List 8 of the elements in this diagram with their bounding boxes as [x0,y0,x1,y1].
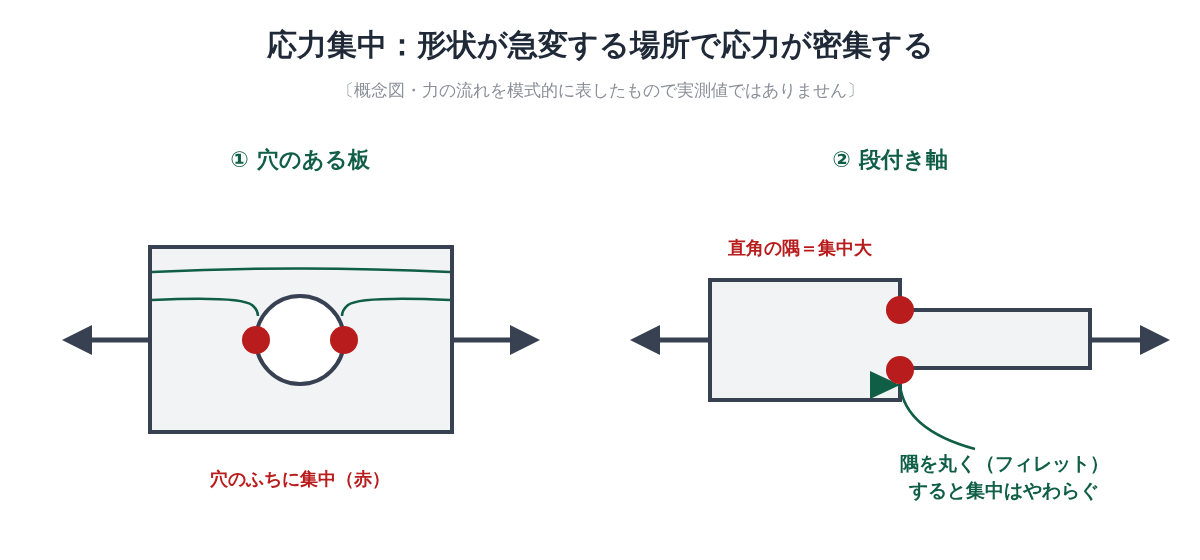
annotation-text: 直角の隅＝集中大 [727,236,873,260]
callout-text: 隅を丸く（フィレット）すると集中はやわらぐ [893,450,1115,504]
annotation-text: 穴のふちに集中（赤） [209,467,391,491]
section-heading: ① 穴のある板 [229,146,371,174]
section-heading: ② 段付き軸 [831,146,949,174]
leader-line [870,371,976,451]
subtitle: 〔概念図・力の流れを模式的に表したもので実測値ではありません〕 [335,79,865,102]
diagram-title: 応力集中：形状が急変する場所で応力が密集する [265,26,935,64]
